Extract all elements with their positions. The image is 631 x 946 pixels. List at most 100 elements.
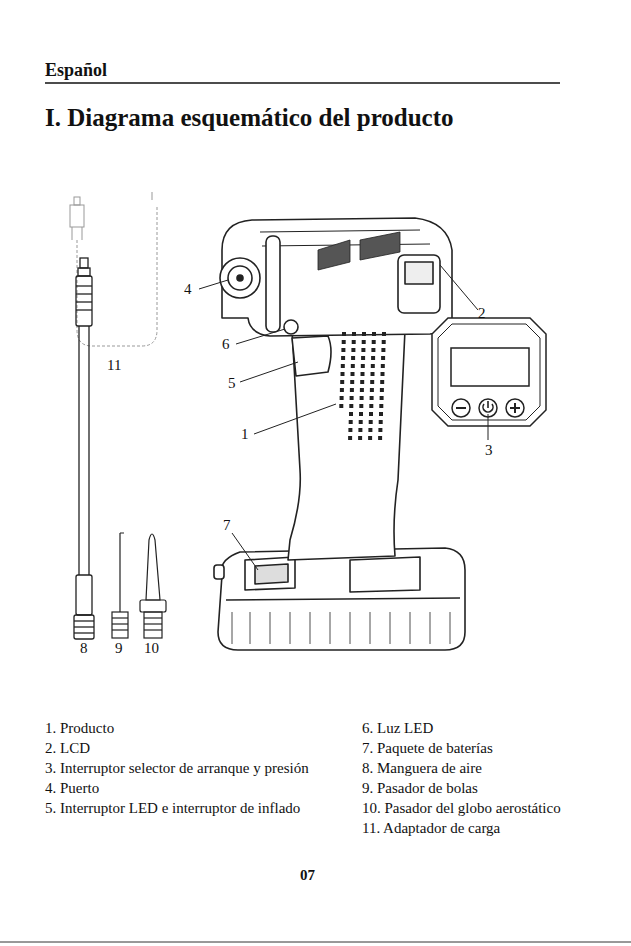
vent-hole [369,420,373,424]
vent-hole [341,372,345,376]
vent-hole [371,348,375,352]
part-list-item: 6. Luz LED [362,720,433,737]
vent-hole [381,372,385,376]
vent-hole [379,404,383,408]
part-list-item: 2. LCD [45,740,90,757]
vent-hole [350,396,354,400]
vent-hole [360,396,364,400]
vent-hole [360,388,364,392]
inflator-body [214,218,465,650]
vent-hole [362,332,366,336]
part-list-item: 5. Interruptor LED e interruptor de infl… [45,800,300,817]
vent-hole [350,388,354,392]
vent-hole [369,404,373,408]
part-list-item: 8. Manguera de aire [362,760,482,777]
charging-adapter [70,192,157,346]
vent-hole [351,364,355,368]
vent-hole [372,340,376,344]
vent-hole [381,356,385,360]
vent-hole [380,380,384,384]
callout-number: 2 [478,305,486,322]
callout-number: 8 [80,640,88,657]
vent-hole [341,348,345,352]
vent-hole [382,340,386,344]
vent-hole [368,436,372,440]
vent-hole [348,428,352,432]
balloon-needle [140,534,166,638]
vent-hole [382,332,386,336]
leader-lines [199,265,488,570]
vent-hole [370,388,374,392]
callout-number: 7 [223,517,231,534]
vent-hole [340,396,344,400]
vent-hole [349,420,353,424]
callout-number: 6 [222,336,230,353]
vent-hole [351,356,355,360]
vent-hole [351,348,355,352]
vent-hole [350,380,354,384]
vent-hole [368,428,372,432]
air-hose [74,258,94,639]
vent-hole [372,332,376,336]
vent-hole [380,396,384,400]
vent-hole [340,388,344,392]
vent-hole [360,380,364,384]
vent-hole [349,412,353,416]
callout-number: 1 [241,426,249,443]
vent-hole [361,356,365,360]
callout-number: 11 [107,357,121,374]
vent-hole [341,356,345,360]
vent-hole [378,428,382,432]
part-list-item: 11. Adaptador de carga [362,820,500,837]
part-list-item: 4. Puerto [45,780,99,797]
vent-hole [348,436,352,440]
vent-hole [352,332,356,336]
vent-hole [359,412,363,416]
vent-hole [359,404,363,408]
vent-hole [369,412,373,416]
vent-hole [342,340,346,344]
vent-hole [370,396,374,400]
vent-hole [381,364,385,368]
vent-hole [339,404,343,408]
callout-number: 4 [184,281,192,298]
vent-holes [339,332,386,440]
vent-hole [341,364,345,368]
vent-hole [351,372,355,376]
header-rule [45,82,560,84]
vent-hole [371,372,375,376]
vent-hole [349,404,353,408]
part-list-item: 7. Paquete de baterías [362,740,493,757]
part-list-item: 9. Pasador de bolas [362,780,478,797]
page-title: I. Diagrama esquemático del producto [45,104,454,133]
vent-hole [371,364,375,368]
footer-rule [0,942,631,943]
vent-hole [380,388,384,392]
vent-hole [340,380,344,384]
vent-hole [358,428,362,432]
callout-number: 9 [115,640,123,657]
section-language: Español [45,60,107,81]
vent-hole [361,364,365,368]
callout-number: 5 [228,375,236,392]
vent-hole [370,380,374,384]
vent-hole [378,436,382,440]
callout-number: 10 [144,640,159,657]
vent-hole [381,348,385,352]
vent-hole [359,420,363,424]
vent-hole [352,340,356,344]
vent-hole [361,348,365,352]
part-list-item: 10. Pasador del globo aerostático [362,800,561,817]
part-list-item: 1. Producto [45,720,114,737]
page-number: 07 [300,867,315,884]
ball-pin [112,533,128,638]
vent-hole [379,412,383,416]
vent-hole [371,356,375,360]
part-list-item: 3. Interruptor selector de arranque y pr… [45,760,309,777]
vent-hole [361,372,365,376]
vent-hole [362,340,366,344]
lcd-panel [432,318,546,426]
vent-hole [358,436,362,440]
vent-hole [342,332,346,336]
vent-hole [379,420,383,424]
